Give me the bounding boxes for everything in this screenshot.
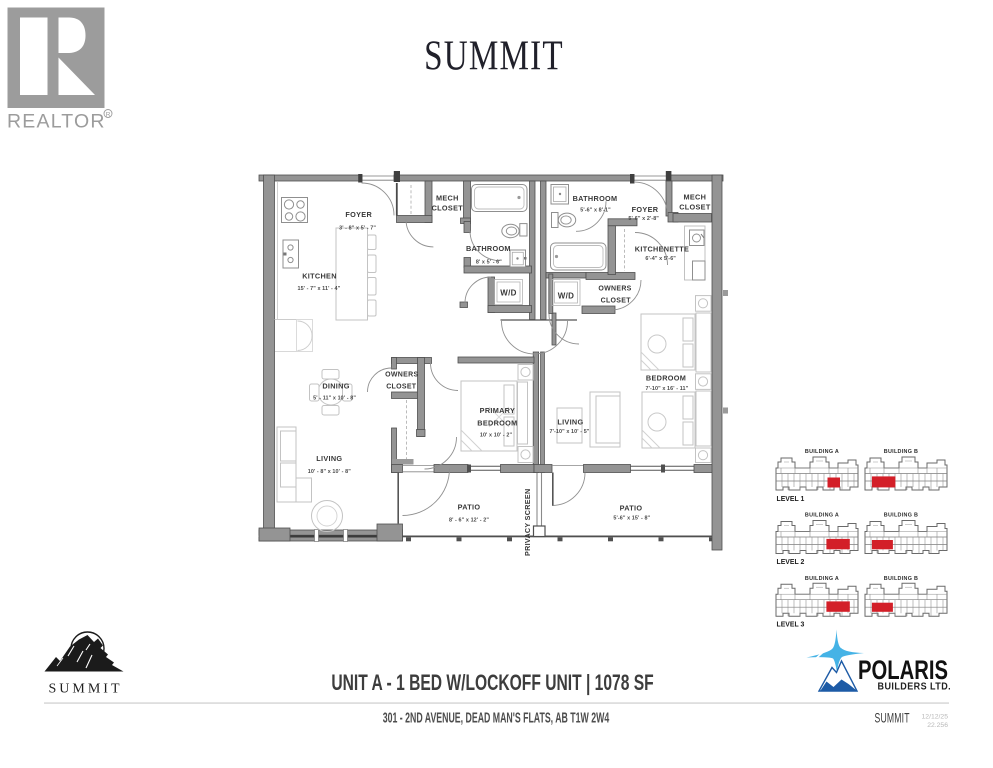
svg-text:W/D: W/D [500, 289, 516, 298]
svg-text:PATIO: PATIO [458, 503, 481, 512]
svg-text:FOYER: FOYER [632, 205, 659, 214]
svg-text:BATHROOM: BATHROOM [466, 244, 511, 253]
svg-text:UNIT A - 1 BED W/LOCKOFF UNIT: UNIT A - 1 BED W/LOCKOFF UNIT | 1078 SF [331, 672, 653, 696]
svg-text:FOYER: FOYER [345, 210, 372, 219]
svg-text:5'-6" x 8'-1": 5'-6" x 8'-1" [580, 208, 611, 214]
svg-text:PRIVACY SCREEN: PRIVACY SCREEN [523, 489, 532, 556]
svg-text:BUILDING A: BUILDING A [805, 576, 839, 582]
svg-text:KITCHEN: KITCHEN [302, 272, 337, 281]
svg-text:LIVING: LIVING [316, 454, 342, 463]
svg-text:PRIMARY: PRIMARY [480, 406, 515, 415]
svg-text:22.256: 22.256 [927, 722, 948, 729]
svg-text:6'-4" x 5'-6": 6'-4" x 5'-6" [645, 256, 676, 262]
svg-text:5' - 11" x 10' - 8": 5' - 11" x 10' - 8" [313, 396, 356, 402]
svg-text:DINING: DINING [322, 382, 349, 391]
svg-text:CLOSET: CLOSET [679, 203, 711, 212]
svg-text:SUMMIT: SUMMIT [48, 682, 122, 697]
svg-text:10' x 10' - 2": 10' x 10' - 2" [480, 433, 513, 439]
svg-text:BEDROOM: BEDROOM [477, 419, 517, 428]
svg-text:LIVING: LIVING [557, 418, 583, 427]
svg-text:BUILDING B: BUILDING B [884, 513, 918, 519]
svg-text:15' - 7" x 11' - 4": 15' - 7" x 11' - 4" [297, 286, 340, 292]
svg-text:CLOSET: CLOSET [386, 384, 417, 391]
svg-text:MECH: MECH [436, 194, 459, 203]
svg-text:BEDROOM: BEDROOM [646, 374, 686, 383]
svg-text:BUILDING A: BUILDING A [805, 449, 839, 455]
svg-text:OWNERS: OWNERS [385, 372, 418, 379]
svg-text:7'-10" x 10' - 5": 7'-10" x 10' - 5" [550, 429, 590, 435]
svg-text:10' - 8" x 10' - 8": 10' - 8" x 10' - 8" [308, 469, 351, 475]
svg-text:OWNERS: OWNERS [598, 286, 631, 293]
svg-text:8' - 6" x 12' - 2": 8' - 6" x 12' - 2" [449, 518, 489, 524]
svg-text:SUMMIT: SUMMIT [875, 712, 910, 726]
svg-text:BUILDING B: BUILDING B [884, 576, 918, 582]
svg-text:301 - 2ND AVENUE, DEAD MAN'S F: 301 - 2ND AVENUE, DEAD MAN'S FLATS, AB T… [383, 709, 610, 726]
svg-text:POLARIS: POLARIS [858, 655, 948, 686]
svg-text:CLOSET: CLOSET [601, 298, 632, 305]
svg-text:5'-6" x 15' - 8": 5'-6" x 15' - 8" [613, 516, 650, 522]
svg-text:BUILDING B: BUILDING B [884, 449, 918, 455]
svg-text:12/12/25: 12/12/25 [922, 714, 949, 721]
svg-text:3' - 8" x 5' - 7": 3' - 8" x 5' - 7" [339, 226, 376, 232]
svg-text:BUILDERS LTD.: BUILDERS LTD. [878, 681, 952, 693]
svg-text:LEVEL 3: LEVEL 3 [777, 622, 805, 629]
svg-text:PATIO: PATIO [620, 504, 643, 513]
svg-text:BUILDING A: BUILDING A [805, 513, 839, 519]
svg-text:LEVEL 1: LEVEL 1 [777, 496, 805, 503]
svg-text:5'-6" x 2'-8": 5'-6" x 2'-8" [628, 216, 659, 222]
svg-text:8' x 5' - 6": 8' x 5' - 6" [476, 260, 502, 266]
svg-text:LEVEL 2: LEVEL 2 [777, 559, 805, 566]
svg-text:MECH: MECH [683, 193, 706, 202]
svg-text:R: R [106, 112, 111, 119]
svg-text:REALTOR: REALTOR [7, 111, 106, 133]
svg-text:SUMMIT: SUMMIT [424, 33, 564, 80]
svg-text:CLOSET: CLOSET [432, 204, 464, 213]
svg-text:KITCHENETTE: KITCHENETTE [635, 245, 689, 254]
svg-text:W/D: W/D [558, 292, 574, 301]
svg-text:BATHROOM: BATHROOM [573, 194, 618, 203]
svg-text:7'-10" x 16' - 11": 7'-10" x 16' - 11" [646, 386, 689, 392]
